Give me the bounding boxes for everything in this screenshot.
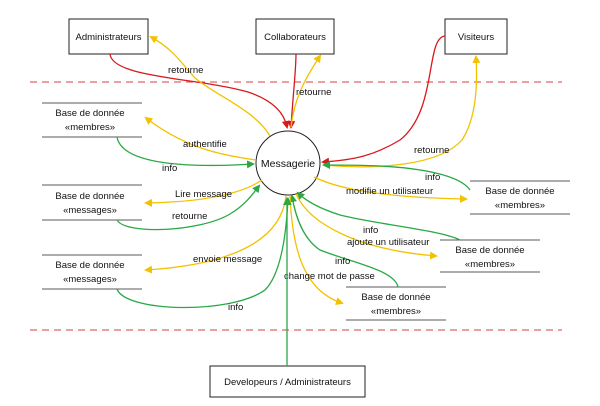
flow-ajoute-utilisateur: [295, 193, 438, 260]
store-membres-4-line1: Base de donnée: [361, 292, 430, 303]
flow-info-change: [289, 194, 399, 288]
messagerie-label: Messagerie: [261, 158, 315, 170]
store-membres-2-line1: Base de donnée: [485, 186, 554, 197]
flow-visiteur-to-messagerie: [321, 35, 446, 166]
store-membres-3: Base de donnée «membres»: [440, 239, 540, 273]
store-membres-2: Base de donnée «membres»: [470, 180, 570, 215]
developpeurs-box: Developeurs / Administrateurs: [209, 365, 366, 398]
label-authentifie: authentifie: [183, 139, 227, 150]
flow-authentifie: [144, 116, 257, 161]
store-messages-1: Base de donnée «messages»: [42, 184, 142, 221]
flow-info-envoie: [116, 197, 292, 309]
label-ajoute-utilisateur: ajoute un utilisateur: [347, 237, 429, 248]
store-membres-3-line2: «membres»: [465, 259, 515, 270]
store-messages-1-line1: Base de donnée: [55, 191, 124, 202]
flow-change-mot-de-passe: [289, 195, 344, 306]
flow-info-auth: [116, 136, 255, 169]
developpeurs-label: Developeurs / Administrateurs: [224, 377, 351, 388]
label-info-auth: info: [162, 163, 177, 174]
label-modifie-utilisateur: modifie un utilisateur: [346, 186, 433, 197]
flow-retourne-visiteur: [322, 55, 481, 168]
flow-envoie-message: [144, 195, 287, 274]
store-messages-2-line1: Base de donnée: [55, 260, 124, 271]
flow-info-modifie: [322, 161, 471, 191]
store-messages-2: Base de donnée «messages»: [42, 254, 142, 290]
label-lire-message: Lire message: [175, 189, 232, 200]
store-membres-1-line2: «membres»: [65, 122, 115, 133]
label-envoie-message: envoie message: [193, 254, 262, 265]
store-messages-2-line2: «messages»: [63, 274, 117, 285]
administrateurs-box: Administrateurs: [68, 18, 149, 55]
flow-collab-to-messagerie: [287, 53, 297, 129]
label-info-modifie: info: [425, 172, 440, 183]
label-retourne-visiteur: retourne: [414, 145, 449, 156]
flow-retourne-lire: [116, 184, 261, 231]
label-info-change: info: [335, 256, 350, 267]
flow-admin-to-messagerie: [109, 53, 290, 129]
label-info-ajoute: info: [363, 225, 378, 236]
store-membres-2-line2: «membres»: [495, 200, 545, 211]
visiteurs-label: Visiteurs: [458, 32, 495, 43]
flow-modifie-utilisateur: [313, 176, 468, 203]
store-membres-4: Base de donnée «membres»: [346, 286, 446, 321]
administrateurs-label: Administrateurs: [76, 32, 142, 43]
label-retourne-lire: retourne: [172, 211, 207, 222]
label-change-mot-de-passe: change mot de passe: [284, 271, 375, 282]
store-membres-1-line1: Base de donnée: [55, 108, 124, 119]
store-membres-3-line1: Base de donnée: [455, 245, 524, 256]
store-messages-1-line2: «messages»: [63, 205, 117, 216]
label-retourne-admin: retourne: [168, 65, 203, 76]
flow-retourne-admin: [149, 36, 271, 137]
visiteurs-box: Visiteurs: [444, 18, 508, 55]
messagerie-node: Messagerie: [255, 130, 321, 196]
label-retourne-collab: retourne: [296, 87, 331, 98]
store-membres-4-line2: «membres»: [371, 306, 421, 317]
collaborateurs-box: Collaborateurs: [255, 18, 335, 55]
store-membres-1: Base de donnée «membres»: [42, 102, 142, 138]
flow-info-ajoute: [296, 191, 461, 241]
label-info-envoie: info: [228, 302, 243, 313]
flow-retourne-collab: [290, 54, 322, 128]
collaborateurs-label: Collaborateurs: [264, 32, 326, 43]
